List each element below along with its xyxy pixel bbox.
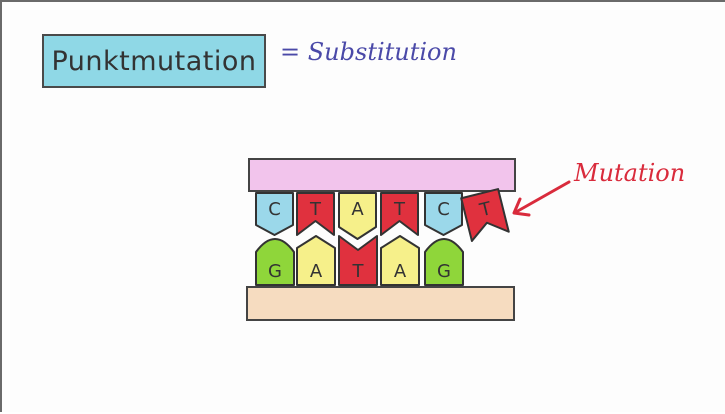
- title-text: Punktmutation: [51, 45, 257, 77]
- mutation-arrow: [512, 180, 571, 217]
- bottom-base: A: [380, 235, 420, 286]
- base-shape: [255, 192, 294, 236]
- base-shape: [380, 235, 420, 286]
- bottom-base: G: [255, 238, 295, 286]
- base-letter: T: [393, 199, 406, 220]
- title-box: Punktmutation: [42, 34, 266, 88]
- bottom-base: T: [338, 235, 378, 286]
- top-base: C: [255, 192, 294, 236]
- top-base: T: [296, 192, 335, 236]
- base-letter: A: [351, 199, 364, 220]
- base-letter: T: [309, 199, 322, 220]
- top-strand-bar: [248, 158, 516, 192]
- base-shape: [380, 192, 419, 236]
- base-shape: [460, 188, 510, 242]
- base-shape: [424, 238, 464, 286]
- subtitle-text: = Substitution: [280, 38, 457, 66]
- base-shape: [296, 235, 336, 286]
- base-letter: C: [437, 199, 450, 220]
- mutated-base: T: [460, 188, 510, 242]
- mutation-label: Mutation: [574, 159, 686, 187]
- bottom-strand-bar: [246, 286, 515, 321]
- top-base: C: [424, 192, 463, 236]
- bottom-base: G: [424, 238, 464, 286]
- base-letter: A: [310, 261, 323, 282]
- top-base: A: [338, 192, 377, 240]
- base-shape: [255, 238, 295, 286]
- base-letter: G: [437, 261, 451, 282]
- base-letter: A: [394, 261, 407, 282]
- base-letter: G: [268, 261, 282, 282]
- bottom-base: A: [296, 235, 336, 286]
- top-base: T: [380, 192, 419, 236]
- base-shape: [338, 235, 378, 286]
- base-shape: [424, 192, 463, 236]
- base-shape: [296, 192, 335, 236]
- base-shape: [338, 192, 377, 240]
- base-letter: C: [268, 199, 281, 220]
- base-letter: T: [352, 261, 365, 282]
